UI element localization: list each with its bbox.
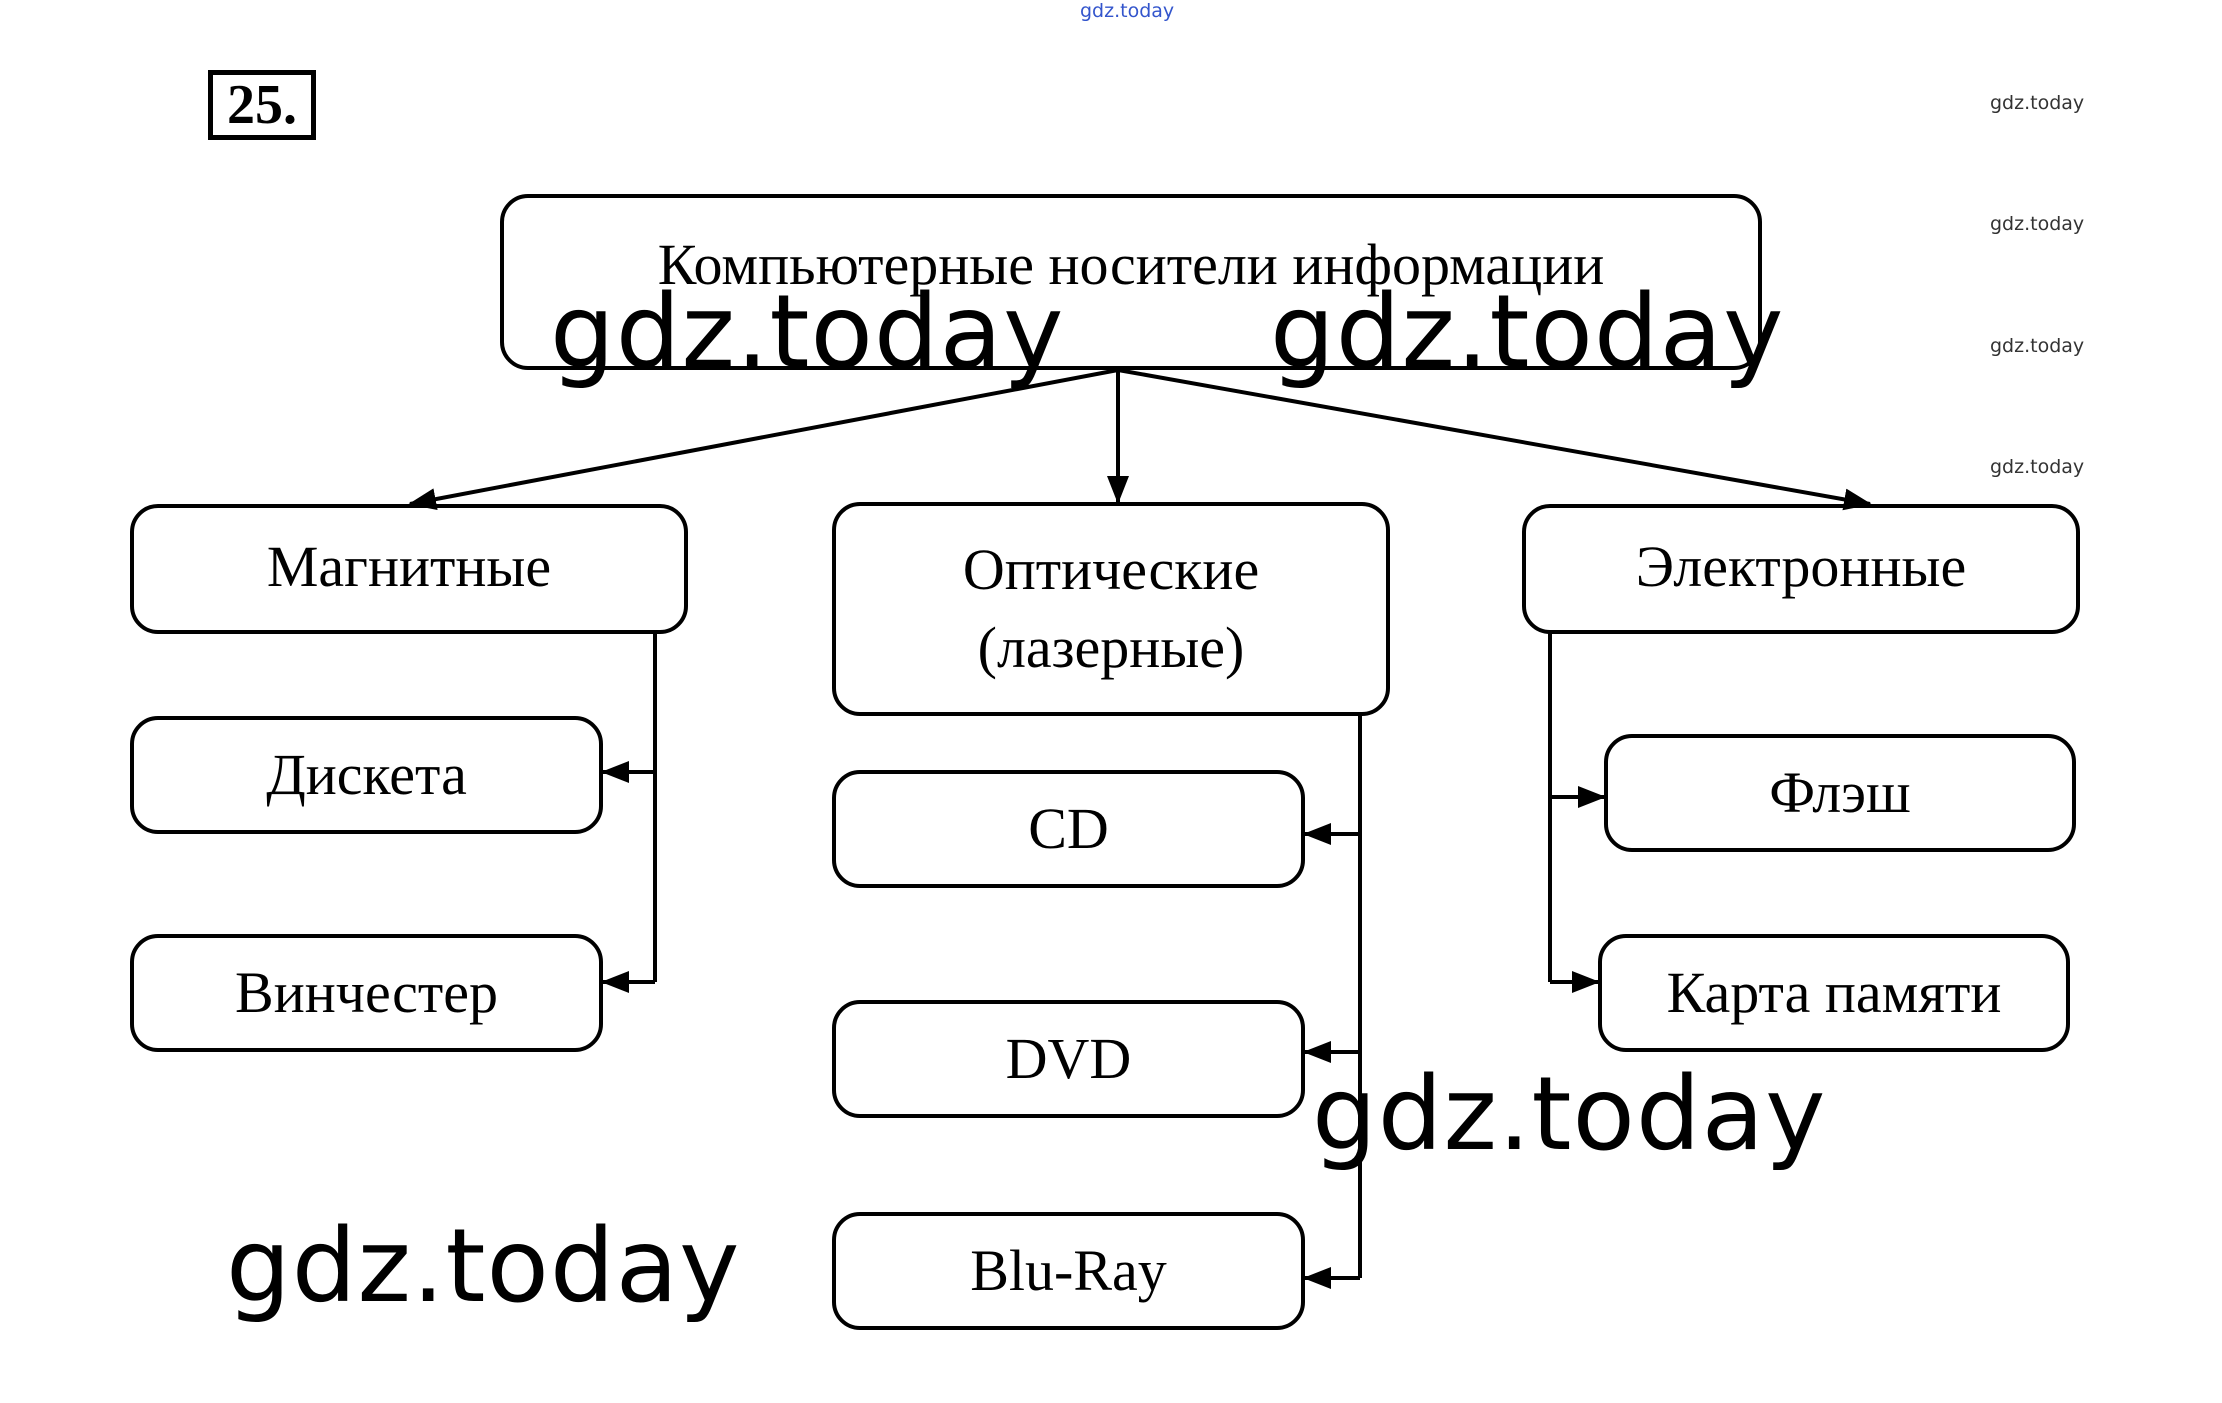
node-disketa: Дискета xyxy=(130,716,603,834)
node-vinchester-label: Винчестер xyxy=(235,959,498,1025)
node-flash: Флэш xyxy=(1604,734,2076,852)
watermark-margin-2: gdz.today xyxy=(1990,213,2085,235)
node-disketa-label: Дискета xyxy=(266,741,467,807)
node-bluray: Blu-Ray xyxy=(832,1212,1305,1330)
node-flash-label: Флэш xyxy=(1769,759,1911,825)
watermark-margin-4: gdz.today xyxy=(1990,456,2085,478)
root-node: Компьютерные носители информации xyxy=(500,194,1762,370)
node-bluray-label: Blu-Ray xyxy=(970,1237,1167,1303)
category-electronic: Электронные xyxy=(1522,504,2080,634)
category-electronic-label: Электронные xyxy=(1635,534,1967,599)
node-cd-label: CD xyxy=(1028,795,1109,861)
node-dvd: DVD xyxy=(832,1000,1305,1118)
category-optical: Оптические(лазерные) xyxy=(832,502,1390,716)
node-memory-card-label: Карта памяти xyxy=(1666,959,2002,1025)
node-cd: CD xyxy=(832,770,1305,888)
category-optical-label: Оптические(лазерные) xyxy=(962,536,1260,680)
category-magnetic: Магнитные xyxy=(130,504,688,634)
watermark-center-right: gdz.today xyxy=(1312,1055,1827,1174)
node-memory-card: Карта памяти xyxy=(1598,934,2070,1052)
watermark-top: gdz.today xyxy=(1080,0,1175,22)
watermark-margin-1: gdz.today xyxy=(1990,92,2085,114)
category-magnetic-label: Магнитные xyxy=(266,534,552,599)
root-node-label: Компьютерные носители информации xyxy=(657,232,1605,297)
node-vinchester: Винчестер xyxy=(130,934,603,1052)
watermark-bottom-left: gdz.today xyxy=(226,1207,741,1326)
watermark-root-right: gdz.today xyxy=(1270,273,1785,392)
watermark-root-left: gdz.today xyxy=(550,273,1065,392)
watermark-margin-3: gdz.today xyxy=(1990,335,2085,357)
arrow-root-to-magnetic xyxy=(408,368,1119,510)
task-number: 25. xyxy=(208,70,316,140)
arrow-root-to-electronic xyxy=(1117,368,1872,511)
node-dvd-label: DVD xyxy=(1005,1025,1132,1091)
